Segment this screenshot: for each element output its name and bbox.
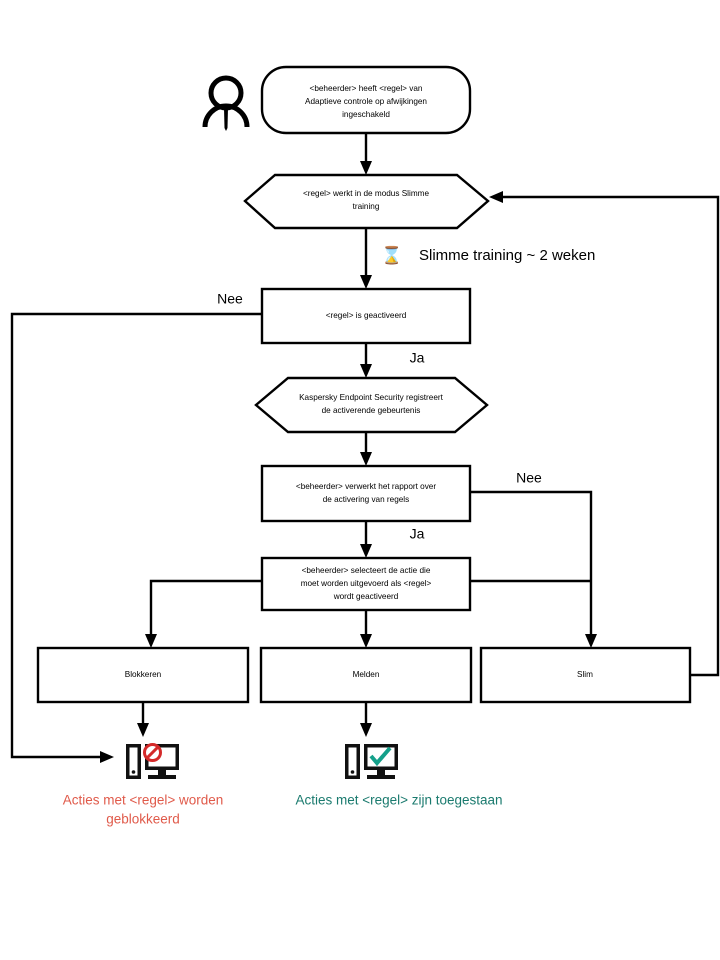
connector-triggered-no-to-blocked [10, 312, 262, 763]
hourglass-icon: ⌛ [381, 245, 402, 266]
node-select-line-1: <beheerder> selecteert de actie die [302, 566, 431, 575]
monitor-allowed-icon [345, 744, 398, 779]
edge-label-report-no: Nee [516, 470, 542, 486]
connector-training-to-triggered [360, 228, 372, 289]
caption-allowed: Acties met <regel> zijn toegestaan [295, 793, 502, 808]
node-rule-triggered-line-1: <regel> is geactiveerd [326, 311, 407, 320]
node-rule-triggered[interactable]: <regel> is geactiveerd [260, 287, 472, 345]
svg-text:⌛: ⌛ [381, 245, 402, 266]
training-duration-annotation: ⌛ Slimme training ~ 2 weken [381, 245, 595, 266]
caption-blocked-line-2: geblokkeerd [106, 812, 180, 827]
node-training-line-1: <regel> werkt in de modus Slimme [303, 189, 429, 198]
node-kes-registers[interactable]: Kaspersky Endpoint Security registreert … [254, 376, 489, 434]
node-action-notify-label: Melden [353, 670, 380, 679]
node-kes-line-2: de activerende gebeurtenis [322, 406, 421, 415]
connector-kes-to-report [360, 432, 372, 466]
node-admin-selects-action[interactable]: <beheerder> selecteert de actie die moet… [260, 556, 472, 612]
connector-select-to-block [145, 579, 262, 648]
node-action-block-label: Blokkeren [125, 670, 162, 679]
connector-triggered-yes-to-kes [360, 343, 372, 378]
connector-block-to-icon [137, 702, 149, 737]
caption-blocked: Acties met <regel> worden geblokkeerd [63, 793, 224, 827]
node-select-line-2: moet worden uitgevoerd als <regel> [301, 579, 432, 588]
monitor-blocked-icon [126, 743, 179, 779]
node-action-block[interactable]: Blokkeren [36, 646, 250, 704]
connector-notify-to-icon [360, 702, 372, 737]
connector-select-to-notify [360, 610, 372, 648]
node-report-line-2: de activering van regels [323, 495, 409, 504]
connector-report-no-to-smart [470, 490, 597, 648]
node-report-line-1: <beheerder> verwerkt het rapport over [296, 482, 436, 491]
edge-label-triggered-no: Nee [217, 291, 243, 307]
connector-start-to-training [360, 133, 372, 175]
node-start-line-3: ingeschakeld [342, 110, 390, 119]
node-start-line-2: Adaptieve controle op afwijkingen [305, 97, 427, 106]
person-icon [202, 75, 250, 131]
node-training-line-2: training [353, 202, 380, 211]
node-smart-training-mode[interactable]: <regel> werkt in de modus Slimme trainin… [243, 173, 490, 230]
node-admin-processes-report[interactable]: <beheerder> verwerkt het rapport over de… [260, 464, 472, 523]
training-duration-label: Slimme training ~ 2 weken [419, 247, 595, 264]
node-action-smart-label: Slim [577, 670, 593, 679]
node-action-smart[interactable]: Slim [479, 646, 692, 704]
connector-smart-loop-back [489, 191, 720, 677]
edge-label-report-yes: Ja [410, 526, 425, 542]
connector-report-yes-to-select [360, 521, 372, 558]
edge-label-triggered-yes: Ja [410, 350, 425, 366]
node-kes-line-1: Kaspersky Endpoint Security registreert [299, 393, 444, 402]
caption-blocked-line-1: Acties met <regel> worden [63, 793, 224, 808]
node-start-line-1: <beheerder> heeft <regel> van [310, 84, 423, 93]
node-start[interactable]: <beheerder> heeft <regel> van Adaptieve … [260, 65, 472, 135]
caption-allowed-line-1: Acties met <regel> zijn toegestaan [295, 793, 502, 808]
node-action-notify[interactable]: Melden [259, 646, 473, 704]
node-select-line-3: wordt geactiveerd [333, 592, 399, 601]
